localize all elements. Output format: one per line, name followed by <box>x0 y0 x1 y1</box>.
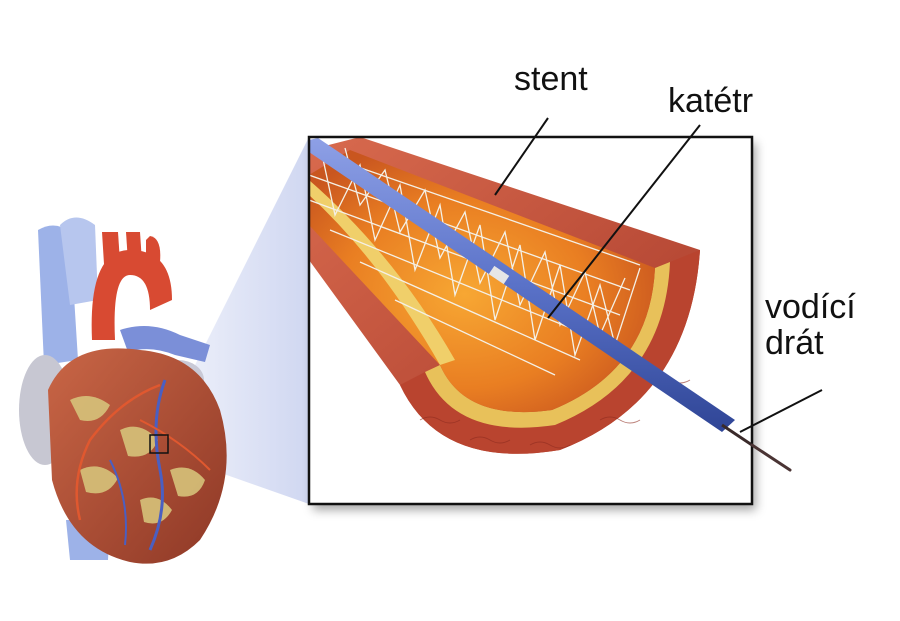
stent-leader-line <box>494 117 549 196</box>
guidewire-label: vodící drát <box>765 288 856 362</box>
guidewire-label-line1: vodící <box>765 288 856 326</box>
magnified-region-marker <box>149 434 169 454</box>
magnified-view-border <box>307 135 754 506</box>
guidewire-outside <box>750 443 792 472</box>
heart-illustration <box>19 217 227 564</box>
catheter-marker-band <box>488 265 510 285</box>
guidewire-label-line2: drát <box>765 323 824 362</box>
stent-mesh <box>309 144 641 376</box>
catheter-label: katétr <box>668 82 754 120</box>
catheter-leader-line <box>547 124 701 319</box>
guidewire-leader-line <box>739 389 823 433</box>
guidewire <box>721 423 752 447</box>
catheter <box>309 138 735 432</box>
stent-label: stent <box>514 60 588 98</box>
